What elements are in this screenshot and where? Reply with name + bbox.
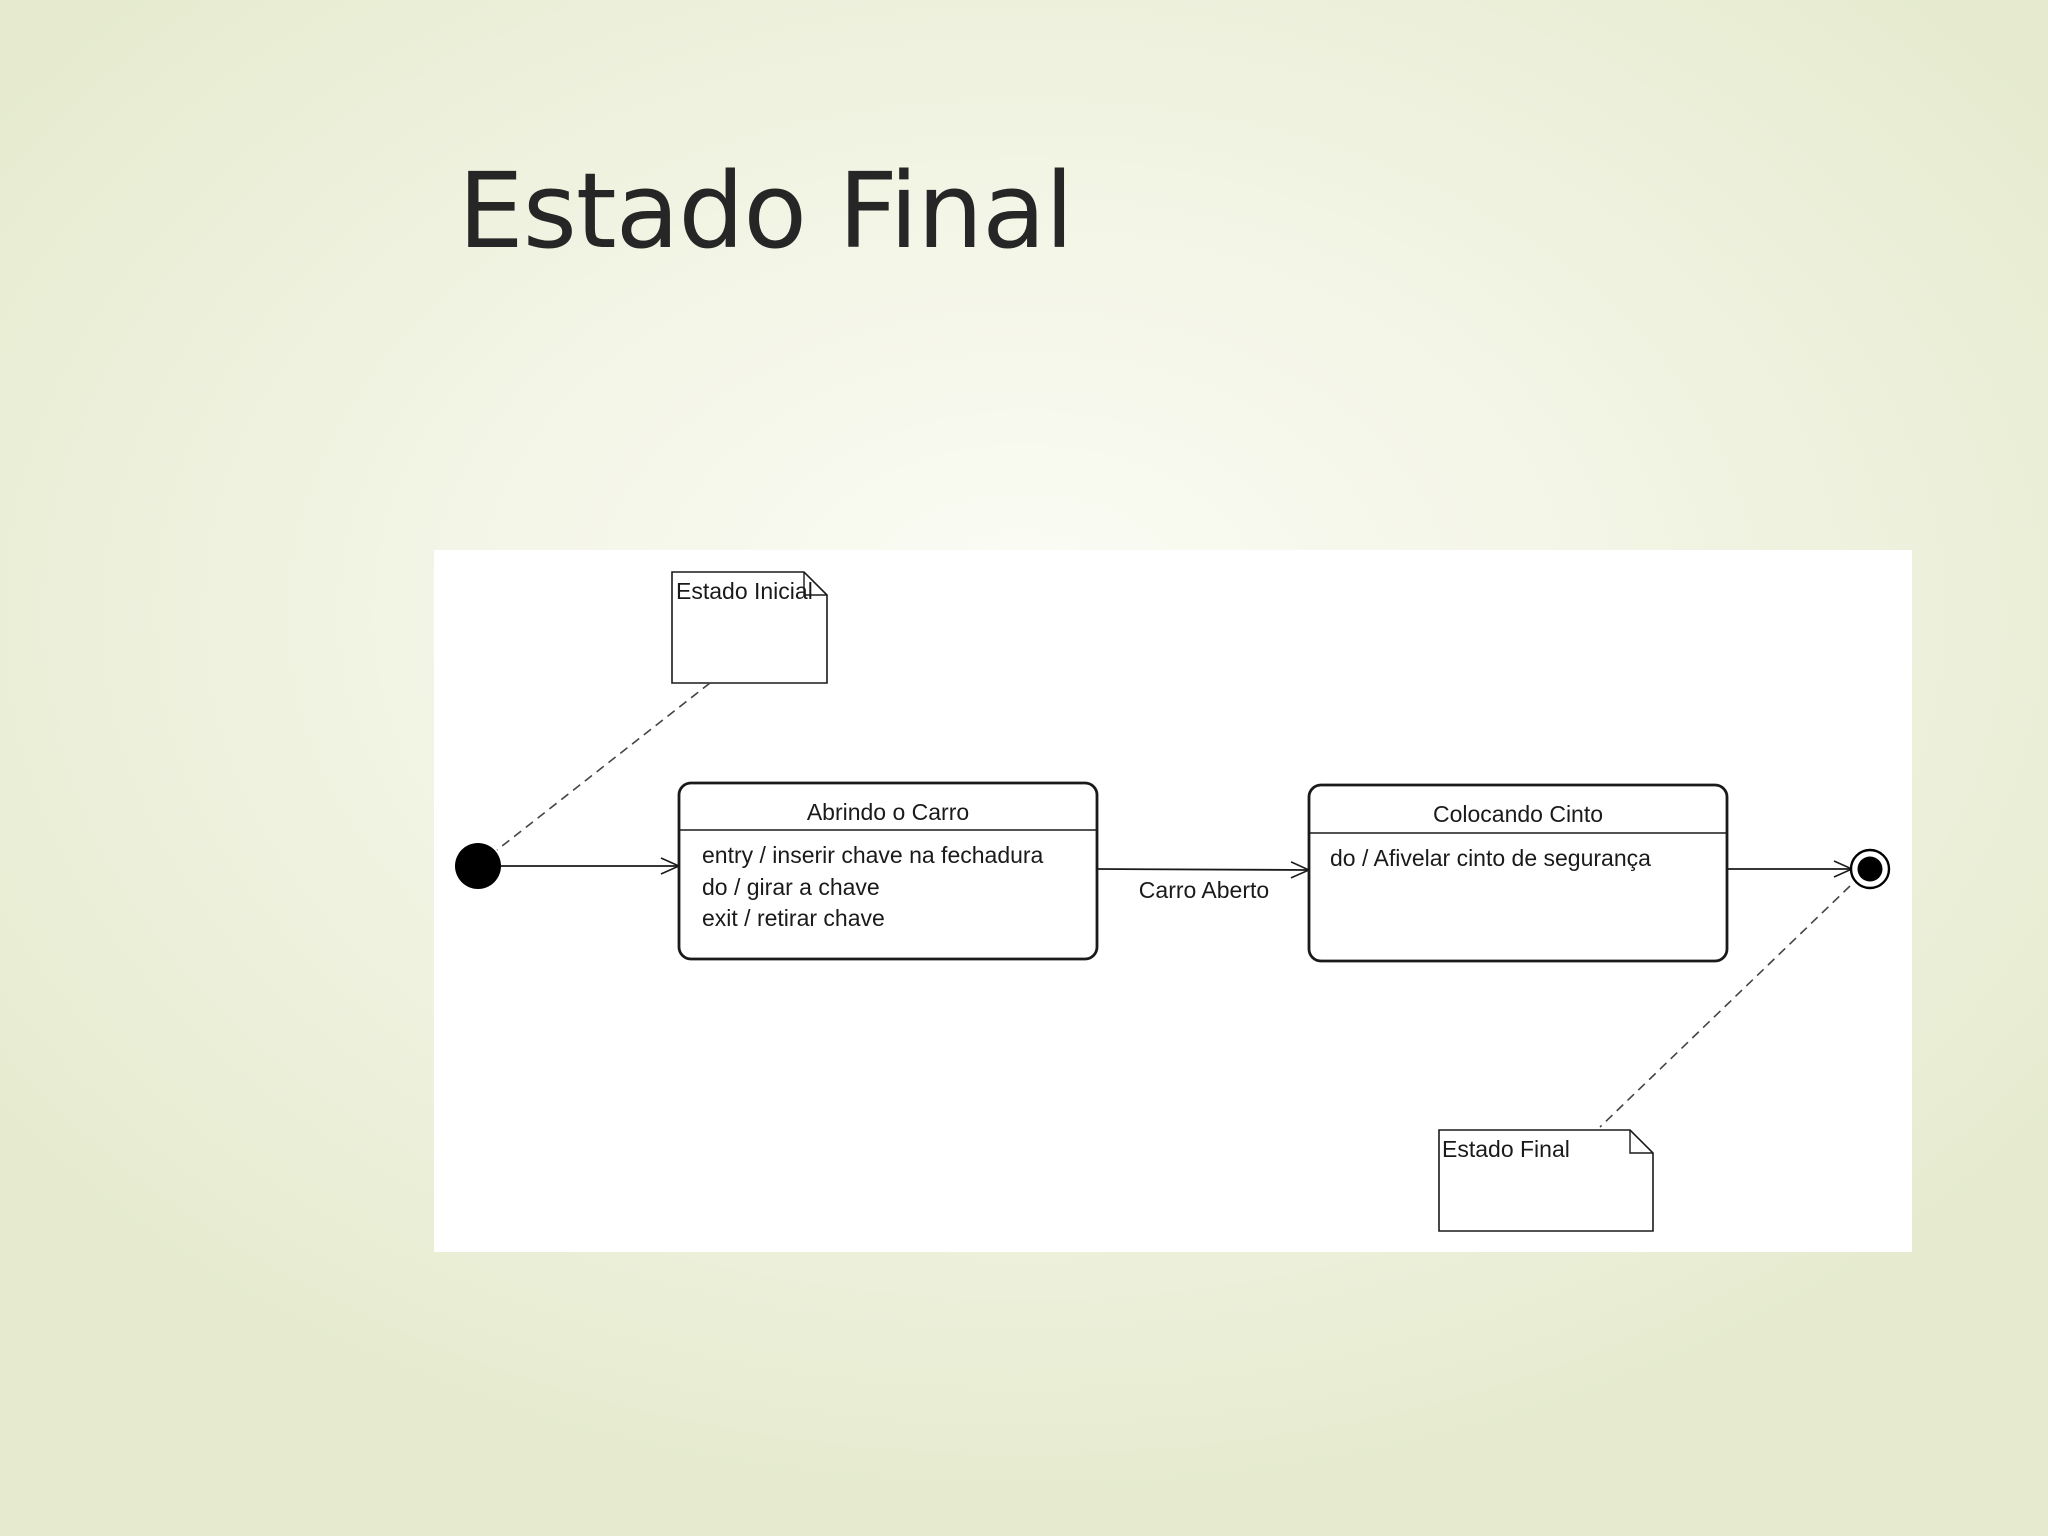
state-activity-afivelar: do / Afivelar cinto de segurança	[1330, 845, 1651, 871]
state-name-abrindo: Abrindo o Carro	[807, 799, 969, 825]
note-final-label: Estado Final	[1442, 1136, 1570, 1162]
note-initial-anchor-line	[496, 682, 711, 851]
note-estado-inicial: Estado Inicial	[671, 571, 828, 684]
state-activity-entry: entry / inserir chave na fechadura	[702, 842, 1044, 868]
transition-label-carro-aberto: Carro Aberto	[1139, 877, 1269, 903]
slide-title: Estado Final	[458, 150, 1074, 272]
state-name-colocando: Colocando Cinto	[1433, 801, 1603, 827]
state-activity-exit: exit / retirar chave	[702, 905, 885, 931]
state-colocando-cinto: Colocando Cinto do / Afivelar cinto de s…	[1307, 783, 1729, 963]
transition-abrindo-to-colocando	[1096, 869, 1309, 870]
note-estado-final: Estado Final	[1438, 1129, 1654, 1232]
state-activity-do: do / girar a chave	[702, 874, 880, 900]
final-state-node	[1849, 848, 1891, 890]
state-diagram: Estado Inicial Abrindo o Carro entry / i…	[434, 550, 1912, 1252]
state-abrindo-o-carro: Abrindo o Carro entry / inserir chave na…	[677, 781, 1099, 961]
note-initial-label: Estado Inicial	[676, 578, 813, 604]
initial-state-node	[455, 843, 501, 889]
note-final-anchor-line	[1599, 885, 1851, 1128]
